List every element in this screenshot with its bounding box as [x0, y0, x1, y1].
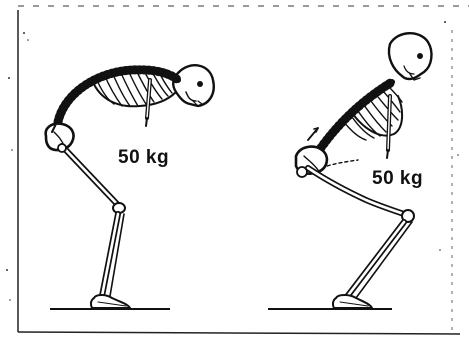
skull-squat	[389, 33, 432, 79]
skeleton-stooped	[46, 65, 214, 308]
skull-stooped	[173, 65, 214, 106]
weight-label-left: 50 kg	[118, 147, 169, 168]
weight-label-right: 50 kg	[372, 168, 423, 189]
